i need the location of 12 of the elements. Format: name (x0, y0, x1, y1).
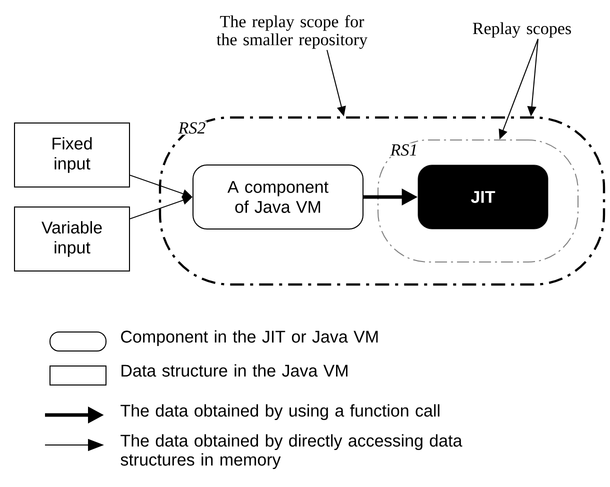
legend-text: The data obtained by using a function call (120, 404, 440, 420)
component-box: A component of Java VM (192, 164, 364, 230)
legend-text: The data obtained by directly accessing data structures in memory (120, 434, 462, 470)
legend-text: Data structure in the Java VM (122, 364, 348, 377)
scope-label: RS2 (177, 121, 207, 135)
component-box: JIT (418, 164, 548, 230)
annotation-text: Replay scopes (472, 22, 571, 38)
legend-text: Component in the JIT or Java VM (121, 330, 378, 346)
annotation-text: The replay scope for the smaller repository (216, 15, 368, 49)
data-box: Variable input (14, 206, 130, 272)
data-box: Fixed input (14, 122, 130, 188)
scope-label: RS1 (389, 143, 419, 157)
